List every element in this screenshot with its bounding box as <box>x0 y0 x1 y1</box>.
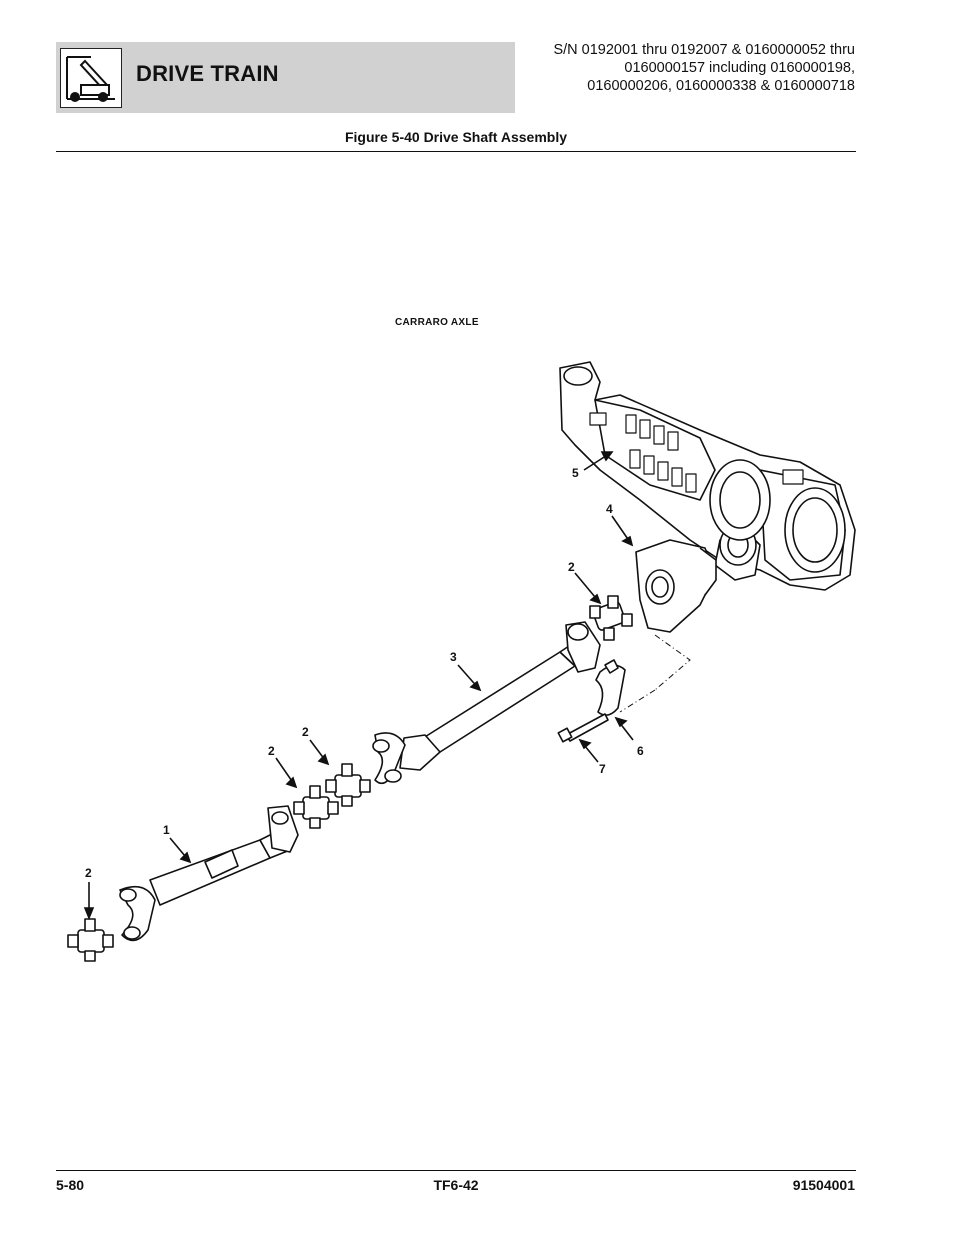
footer-divider <box>56 1170 856 1171</box>
forklift-icon <box>60 48 122 108</box>
universal-joint <box>325 763 371 807</box>
page-number: 5-80 <box>56 1177 85 1193</box>
callout-1: 1 <box>163 823 170 837</box>
universal-joint <box>67 918 114 962</box>
callout-2: 2 <box>302 725 309 739</box>
drive-shaft-short <box>119 805 299 942</box>
doc-number: 91504001 <box>792 1177 855 1193</box>
flange-yoke <box>635 539 717 633</box>
serial-range: S/N 0192001 thru 0192007 & 0160000052 th… <box>525 41 855 95</box>
header-banner <box>56 42 515 113</box>
header-divider <box>56 151 856 152</box>
callout-5: 5 <box>572 466 579 480</box>
callout-6: 6 <box>637 744 644 758</box>
callout-2: 2 <box>85 866 92 880</box>
figure-title: Figure 5-40 Drive Shaft Assembly <box>344 129 567 145</box>
serial-line: S/N 0192001 thru 0192007 & 0160000052 th… <box>553 42 855 58</box>
section-title: DRIVE TRAIN <box>136 61 279 86</box>
serial-line: 0160000157 including 0160000198, <box>624 60 855 76</box>
universal-joint <box>589 595 633 641</box>
callout-4: 4 <box>606 502 613 516</box>
bearing-strap <box>595 659 626 716</box>
carraro-axle-housing <box>559 361 856 591</box>
universal-joint <box>293 785 339 829</box>
center-code: TF6-42 <box>433 1177 479 1193</box>
callout-3: 3 <box>450 650 457 664</box>
callout-2: 2 <box>568 560 575 574</box>
callout-7: 7 <box>599 762 606 776</box>
callout-2: 2 <box>268 744 275 758</box>
serial-line: 0160000206, 0160000338 & 0160000718 <box>587 78 855 94</box>
drive-shaft-long <box>372 621 601 785</box>
bolt <box>557 713 609 743</box>
axle-label: CARRARO AXLE <box>395 317 479 328</box>
